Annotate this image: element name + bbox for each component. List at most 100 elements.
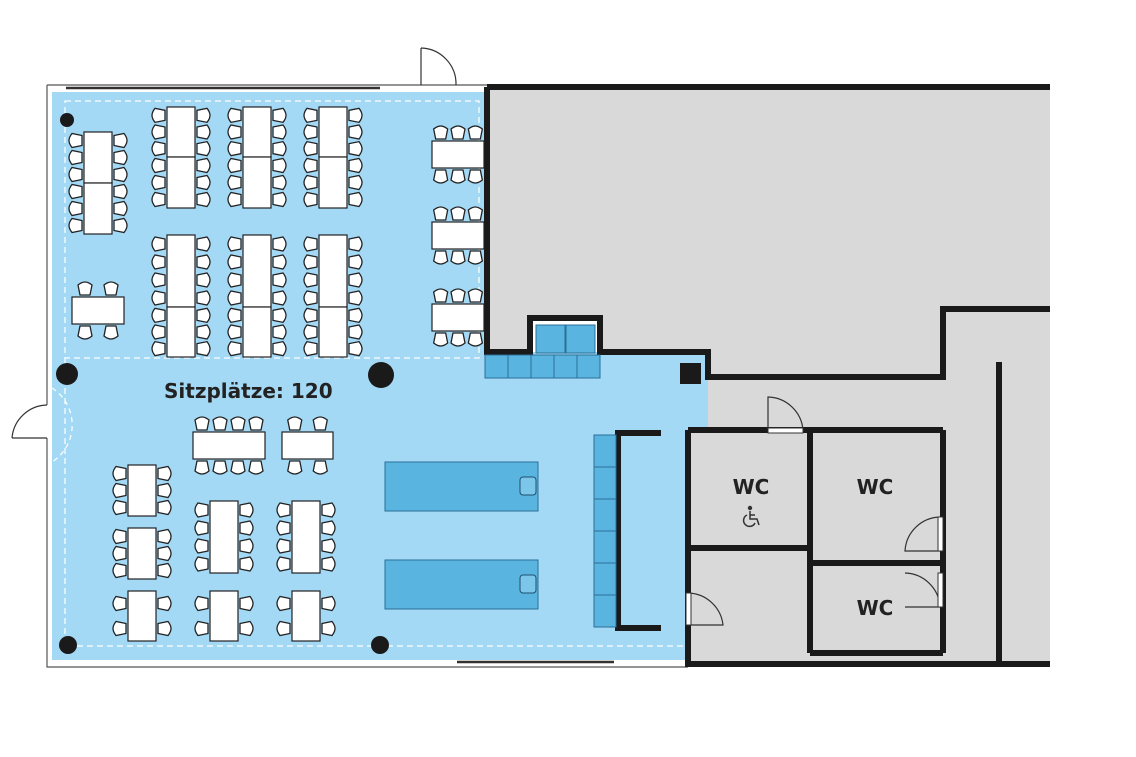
chair bbox=[272, 236, 287, 252]
chair bbox=[433, 288, 449, 303]
chair bbox=[321, 556, 336, 572]
chair bbox=[239, 502, 254, 518]
chair bbox=[303, 290, 318, 306]
entrance-door-left bbox=[11, 387, 73, 463]
chair bbox=[112, 562, 127, 579]
chair bbox=[276, 556, 291, 572]
chair bbox=[157, 562, 172, 579]
seating-capacity-label: Sitzplätze: 120 bbox=[164, 379, 333, 403]
table bbox=[318, 306, 348, 358]
chair bbox=[196, 191, 211, 208]
chair bbox=[287, 460, 303, 475]
chair bbox=[196, 236, 211, 252]
wc-label-upper: WC bbox=[857, 475, 894, 499]
chair bbox=[194, 502, 209, 518]
chair bbox=[433, 250, 449, 265]
chair bbox=[68, 149, 83, 166]
chair bbox=[196, 341, 211, 357]
chair bbox=[112, 528, 127, 545]
table bbox=[83, 131, 113, 184]
chair bbox=[450, 206, 466, 221]
chair bbox=[103, 281, 119, 296]
chair bbox=[276, 595, 291, 612]
chair bbox=[272, 272, 287, 288]
chair bbox=[348, 307, 363, 323]
chair bbox=[227, 290, 242, 306]
chair bbox=[433, 206, 449, 221]
table bbox=[127, 590, 157, 642]
chair bbox=[113, 183, 128, 200]
chair bbox=[227, 307, 242, 323]
chair bbox=[272, 341, 287, 357]
chair bbox=[276, 502, 291, 518]
table bbox=[431, 221, 485, 250]
chair bbox=[68, 166, 83, 183]
chair bbox=[303, 174, 318, 191]
serving-counters bbox=[384, 324, 617, 628]
chair bbox=[433, 125, 449, 140]
chair bbox=[303, 236, 318, 252]
chair bbox=[312, 460, 328, 475]
chair bbox=[450, 169, 466, 184]
chair bbox=[321, 595, 336, 612]
chair bbox=[467, 169, 483, 184]
chair bbox=[196, 174, 211, 191]
chair bbox=[151, 157, 166, 174]
columns bbox=[56, 113, 701, 654]
chair bbox=[303, 272, 318, 288]
chair bbox=[151, 307, 166, 323]
chair bbox=[303, 254, 318, 270]
chair bbox=[467, 125, 483, 140]
chair bbox=[151, 272, 166, 288]
chair bbox=[227, 254, 242, 270]
chair bbox=[77, 325, 93, 340]
chair bbox=[303, 324, 318, 340]
chair bbox=[151, 341, 166, 357]
chair bbox=[239, 520, 254, 536]
chair bbox=[194, 538, 209, 554]
chair bbox=[151, 236, 166, 252]
chair bbox=[230, 416, 246, 431]
chair bbox=[239, 556, 254, 572]
chair bbox=[276, 620, 291, 637]
chair bbox=[312, 416, 328, 431]
chair bbox=[467, 250, 483, 265]
chair bbox=[272, 290, 287, 306]
chair bbox=[348, 141, 363, 157]
table bbox=[318, 106, 348, 158]
exterior-outline bbox=[46, 84, 688, 668]
chair bbox=[212, 416, 228, 431]
table bbox=[127, 527, 157, 580]
chair bbox=[239, 595, 254, 612]
chair bbox=[196, 141, 211, 157]
chair bbox=[151, 174, 166, 191]
table bbox=[127, 464, 157, 517]
table bbox=[209, 590, 239, 642]
table bbox=[71, 296, 125, 325]
chair bbox=[348, 191, 363, 208]
chair bbox=[196, 324, 211, 340]
chair bbox=[276, 520, 291, 536]
chair bbox=[272, 191, 287, 208]
chair bbox=[450, 288, 466, 303]
chair bbox=[348, 174, 363, 191]
chair bbox=[227, 191, 242, 208]
chair bbox=[227, 272, 242, 288]
chair bbox=[272, 174, 287, 191]
table bbox=[281, 431, 334, 460]
chair bbox=[303, 107, 318, 123]
chair bbox=[450, 332, 466, 347]
chair bbox=[348, 341, 363, 357]
chair bbox=[196, 157, 211, 174]
chair bbox=[467, 332, 483, 347]
chair bbox=[194, 595, 209, 612]
table bbox=[242, 306, 272, 358]
table-layout bbox=[68, 106, 485, 642]
chair bbox=[157, 465, 172, 482]
chair bbox=[112, 545, 127, 562]
chair bbox=[287, 416, 303, 431]
chair bbox=[196, 107, 211, 123]
chair bbox=[239, 620, 254, 637]
chair bbox=[303, 124, 318, 140]
